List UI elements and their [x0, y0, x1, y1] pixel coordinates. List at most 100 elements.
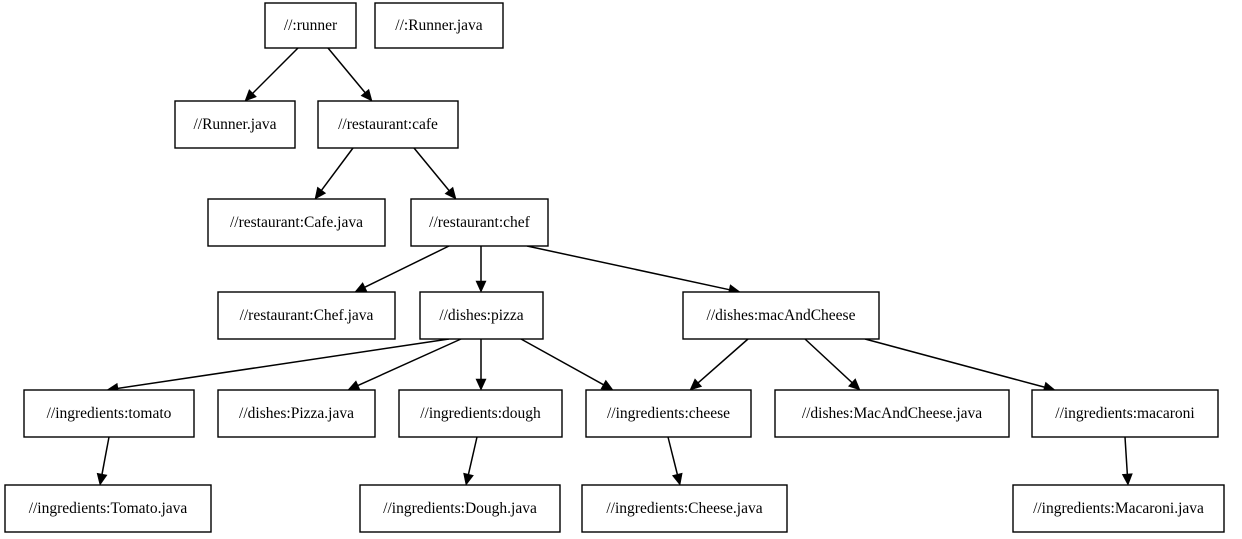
edge-restaurant_chef-to-dishes_pizza [475, 246, 487, 293]
node-label: //ingredients:Macaroni.java [1033, 500, 1204, 517]
graph-node-ing_macaroni[interactable]: //ingredients:macaroni [1031, 389, 1219, 438]
node-box[interactable] [317, 100, 459, 149]
arrowhead-icon [347, 380, 361, 391]
arrowhead-icon [475, 378, 487, 391]
edge-shaft [667, 436, 679, 475]
edge-shaft [327, 47, 366, 94]
node-box[interactable] [682, 291, 880, 340]
node-box[interactable] [419, 291, 544, 340]
node-label: //restaurant:chef [429, 214, 531, 231]
node-label: //ingredients:cheese [607, 405, 730, 422]
node-label: //ingredients:Dough.java [383, 500, 537, 517]
edge-shaft [526, 245, 730, 291]
graph-node-mac_java[interactable]: //dishes:MacAndCheese.java [774, 389, 1010, 438]
edge-runner-to-runner_java [244, 47, 299, 102]
edge-shaft [252, 47, 299, 94]
node-box[interactable] [1012, 484, 1225, 533]
node-label: //dishes:MacAndCheese.java [802, 405, 982, 422]
graph-node-macaroni_java[interactable]: //ingredients:Macaroni.java [1012, 484, 1225, 533]
edge-ing_tomato-to-tomato_java [96, 436, 110, 486]
edge-restaurant_chef-to-dishes_mac [526, 245, 741, 295]
node-label: //restaurant:Chef.java [240, 307, 374, 324]
graph-node-restaurant_cafe[interactable]: //restaurant:cafe [317, 100, 459, 149]
edge-ing_cheese-to-cheese_java [667, 436, 683, 486]
node-box[interactable] [264, 2, 357, 49]
arrowhead-icon [354, 282, 368, 293]
arrowhead-icon [463, 472, 474, 486]
node-label: //dishes:pizza [439, 307, 523, 324]
edge-dishes_pizza-to-ing_tomato [106, 338, 450, 394]
arrowhead-icon [314, 186, 327, 200]
node-box[interactable] [359, 484, 561, 533]
graph-node-dishes_pizza[interactable]: //dishes:pizza [419, 291, 544, 340]
edge-restaurant_chef-to-chef_java [354, 245, 450, 293]
node-label: //:runner [284, 17, 338, 34]
edge-shaft [357, 338, 462, 387]
node-box[interactable] [581, 484, 788, 533]
edge-restaurant_cafe-to-cafe_java [314, 147, 354, 200]
graph-node-dough_java[interactable]: //ingredients:Dough.java [359, 484, 561, 533]
node-label: //ingredients:Cheese.java [606, 500, 762, 517]
arrowhead-icon [689, 378, 703, 391]
node-box[interactable] [398, 389, 563, 438]
node-box[interactable] [774, 389, 1010, 438]
arrowhead-icon [847, 378, 861, 391]
edge-shaft [804, 338, 853, 384]
node-box[interactable] [4, 484, 212, 533]
edge-dishes_mac-to-ing_cheese [689, 338, 749, 391]
arrowhead-icon [360, 88, 373, 102]
node-box[interactable] [1031, 389, 1219, 438]
node-label: //Runner.java [193, 116, 276, 133]
edge-shaft [864, 338, 1045, 388]
graph-node-dishes_mac[interactable]: //dishes:macAndCheese [682, 291, 880, 340]
node-label: //ingredients:macaroni [1055, 405, 1195, 422]
arrowhead-icon [671, 472, 683, 486]
graph-node-runner[interactable]: //:runner [264, 2, 357, 49]
node-box[interactable] [174, 100, 296, 149]
edge-shaft [697, 338, 749, 384]
node-label: //:Runner.java [395, 17, 483, 34]
edge-shaft [320, 147, 354, 191]
graph-node-chef_java[interactable]: //restaurant:Chef.java [217, 291, 396, 340]
node-label: //ingredients:tomato [47, 405, 172, 422]
edge-ing_macaroni-to-macaroni_java [1121, 436, 1133, 486]
node-label: //dishes:Pizza.java [239, 405, 354, 422]
node-label: //ingredients:Tomato.java [29, 500, 188, 517]
graph-node-cafe_java[interactable]: //restaurant:Cafe.java [207, 198, 386, 247]
node-box[interactable] [217, 389, 376, 438]
node-box[interactable] [207, 198, 386, 247]
graph-node-restaurant_chef[interactable]: //restaurant:chef [410, 198, 549, 247]
node-label: //dishes:macAndCheese [707, 307, 856, 324]
edge-shaft [101, 436, 110, 475]
edge-dishes_pizza-to-ing_cheese [520, 338, 614, 391]
graph-node-tomato_java[interactable]: //ingredients:Tomato.java [4, 484, 212, 533]
node-box[interactable] [585, 389, 752, 438]
edge-dishes_mac-to-mac_java [804, 338, 861, 391]
node-box[interactable] [374, 2, 504, 49]
edge-shaft [117, 338, 450, 390]
node-box[interactable] [23, 389, 195, 438]
graph-node-ing_cheese[interactable]: //ingredients:cheese [585, 389, 752, 438]
graph-node-runner_java[interactable]: //Runner.java [174, 100, 296, 149]
edge-runner-to-restaurant_cafe [327, 47, 373, 102]
node-box[interactable] [217, 291, 396, 340]
node-label: //restaurant:cafe [338, 116, 438, 133]
edge-shaft [1124, 436, 1129, 475]
edge-shaft [520, 338, 604, 386]
arrowhead-icon [444, 186, 457, 200]
node-box[interactable] [410, 198, 549, 247]
edge-dishes_pizza-to-ing_dough [475, 339, 487, 391]
graph-node-runner_java_root[interactable]: //:Runner.java [374, 2, 504, 49]
graph-node-cheese_java[interactable]: //ingredients:Cheese.java [581, 484, 788, 533]
arrowhead-icon [96, 472, 108, 486]
node-label: //restaurant:Cafe.java [230, 214, 363, 231]
graph-node-ing_tomato[interactable]: //ingredients:tomato [23, 389, 195, 438]
node-label: //ingredients:dough [420, 405, 541, 422]
edge-ing_dough-to-dough_java [463, 436, 478, 486]
nodes-layer: //:runner //:Runner.java //Runner.java //re… [4, 2, 1225, 533]
edge-restaurant_cafe-to-restaurant_chef [413, 147, 457, 200]
graph-node-pizza_java[interactable]: //dishes:Pizza.java [217, 389, 376, 438]
edge-shaft [413, 147, 450, 191]
graph-node-ing_dough[interactable]: //ingredients:dough [398, 389, 563, 438]
